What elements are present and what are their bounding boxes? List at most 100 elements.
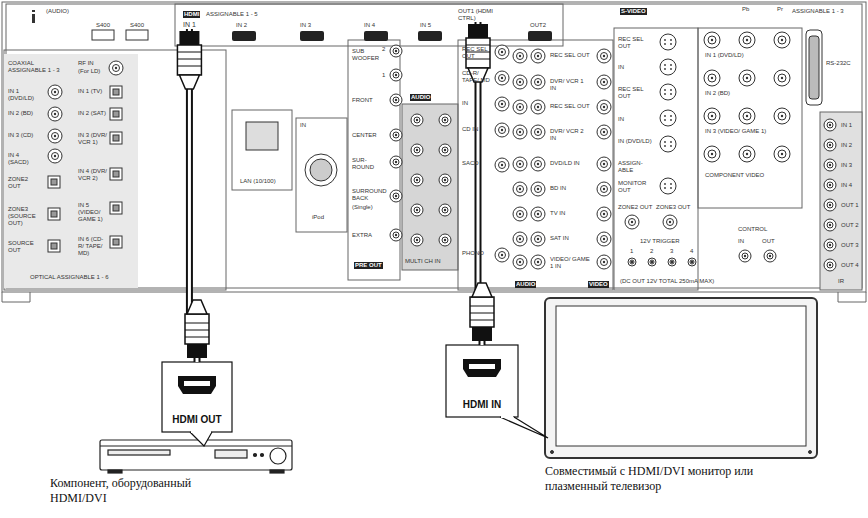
rca-jack xyxy=(601,79,608,86)
jack-label: IN 1 xyxy=(183,21,196,29)
rca-jack xyxy=(393,193,399,199)
info-icon xyxy=(32,10,35,12)
hdmi-plug xyxy=(472,327,492,341)
rca-jack xyxy=(597,100,611,114)
hdmi-jack xyxy=(528,31,552,41)
rca-jack xyxy=(704,108,720,124)
rca-jack xyxy=(517,79,524,86)
hdmi-plug xyxy=(177,31,201,89)
panel-label: IN 3 xyxy=(841,162,852,169)
hdmi-plug xyxy=(185,337,209,338)
rca-jack xyxy=(774,70,790,86)
rca-jack xyxy=(537,213,539,215)
rca-jack xyxy=(774,146,790,162)
rca-jack xyxy=(597,232,611,246)
panel-label: 3 xyxy=(670,248,673,255)
hdmi-plug xyxy=(470,306,494,307)
rca-jack xyxy=(601,211,608,218)
rca-jack xyxy=(739,146,755,162)
rca-jack xyxy=(597,182,611,196)
rca-jack xyxy=(537,55,539,57)
callout-bubble xyxy=(446,345,518,417)
rca-jack xyxy=(444,209,446,211)
rca-jack xyxy=(439,144,451,156)
optical-jack xyxy=(110,132,122,144)
rca-jack xyxy=(442,237,448,243)
panel-label: RF IN xyxy=(78,60,94,67)
panel-label: 1 xyxy=(382,72,385,79)
panel-label: CD-R/ TAPE/ MD xyxy=(462,70,492,84)
rca-jack xyxy=(519,163,521,165)
rca-jack xyxy=(531,49,545,63)
rca-jack xyxy=(744,255,746,257)
disc-player xyxy=(270,448,286,464)
optical-jack xyxy=(113,239,119,245)
rca-jack xyxy=(531,182,545,196)
optical-jack xyxy=(110,168,122,180)
s-video-jack xyxy=(670,93,672,95)
rca-jack xyxy=(603,106,605,108)
panel-label: OUT 3 xyxy=(841,242,859,249)
rca-jack xyxy=(411,204,423,216)
rca-jack xyxy=(597,157,611,171)
rca-jack xyxy=(537,188,539,190)
rca-jack xyxy=(395,50,397,52)
panel-label: OUT 4 xyxy=(841,262,859,269)
rca-jack xyxy=(535,236,542,243)
rca-jack xyxy=(519,213,521,215)
rca-jack xyxy=(827,182,833,188)
rca-jack xyxy=(739,146,755,162)
rca-jack xyxy=(537,106,539,108)
panel-label: iPod xyxy=(312,214,324,221)
rca-jack xyxy=(531,157,545,171)
hdmi-plug xyxy=(470,313,494,314)
rca-jack xyxy=(743,150,751,158)
s400-port xyxy=(92,30,114,40)
panel-label: CENTER xyxy=(352,132,377,139)
rca-jack xyxy=(501,129,503,131)
rca-jack xyxy=(513,182,527,196)
rca-jack xyxy=(829,144,831,146)
panel-label: S400 xyxy=(96,22,110,29)
rca-jack xyxy=(603,261,605,263)
lan-box xyxy=(232,110,292,190)
rca-jack xyxy=(48,85,62,99)
callout-bubble xyxy=(191,431,211,433)
panel-label: REC SEL OUT xyxy=(618,36,652,50)
rca-jack xyxy=(537,131,539,133)
s-video-jack xyxy=(670,187,672,189)
hdmi-plug xyxy=(468,24,488,38)
rca-jack xyxy=(711,77,713,79)
rca-jack xyxy=(495,45,509,59)
hdmi-plug xyxy=(185,314,209,344)
hdmi-plug xyxy=(185,323,209,324)
rca-jack xyxy=(439,234,451,246)
s-video-jack xyxy=(670,119,672,121)
rca-jack xyxy=(824,199,836,211)
rca-jack xyxy=(416,149,418,151)
hdmi-plug xyxy=(177,66,201,67)
rca-jack xyxy=(390,156,402,168)
rca-jack xyxy=(390,94,402,106)
connector-name: HDMI OUT xyxy=(162,414,232,426)
rca-jack xyxy=(513,232,527,246)
rca-jack xyxy=(690,260,694,264)
rca-jack xyxy=(390,156,402,168)
rca-jack xyxy=(390,190,402,202)
panel-label: IN xyxy=(300,122,306,129)
rca-jack xyxy=(829,184,831,186)
rca-jack xyxy=(824,139,836,151)
rca-jack xyxy=(519,238,521,240)
rca-jack xyxy=(764,250,776,262)
callout-bubble xyxy=(501,416,513,418)
rca-jack xyxy=(411,234,423,246)
panel-label: SUR-ROUND xyxy=(352,157,378,171)
rca-jack xyxy=(625,215,639,229)
rca-jack xyxy=(668,258,676,266)
rca-jack xyxy=(411,234,423,246)
rca-jack xyxy=(52,89,59,96)
s-video-jack xyxy=(670,141,672,143)
rca-jack xyxy=(711,39,713,41)
optical-jack xyxy=(110,86,122,98)
rca-jack xyxy=(519,106,521,108)
